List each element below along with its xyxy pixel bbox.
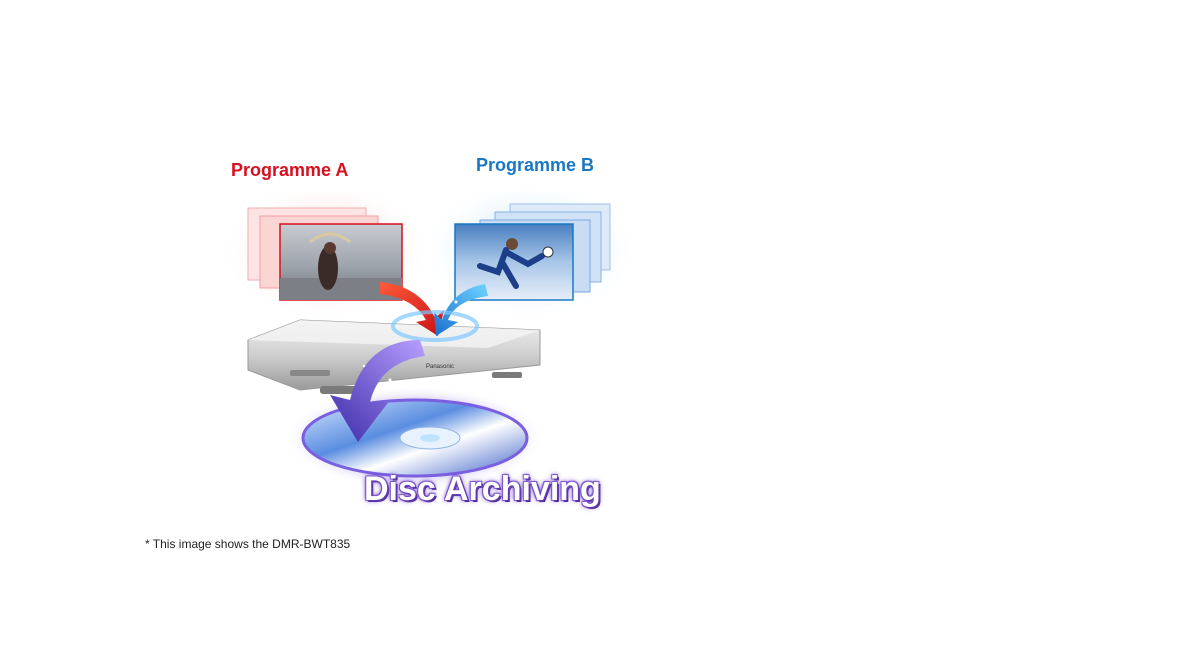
programme-b-label: Programme B [476, 155, 595, 175]
footnote: * This image shows the DMR-BWT835 [145, 537, 351, 551]
disc-archiving-illustration: Panasonic [230, 190, 640, 490]
disc-archiving-title: Disc Archiving [364, 470, 601, 508]
programme-b-frames [454, 203, 611, 301]
recorder-brand-text: Panasonic [426, 364, 454, 370]
insertion-splash [391, 310, 479, 342]
archive-arrow [330, 340, 425, 442]
programme-a-label: Programme A [231, 160, 349, 180]
programme-a-arrow [380, 282, 444, 336]
sparkles [362, 300, 458, 382]
programme-b-arrow [434, 284, 488, 336]
disc-icon [301, 398, 529, 478]
